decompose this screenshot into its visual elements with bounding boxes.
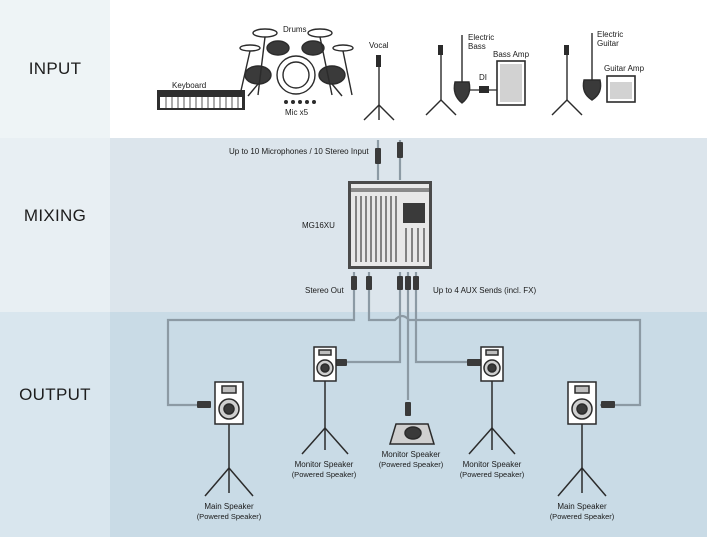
aux-cable-1 bbox=[347, 272, 402, 364]
plug bbox=[601, 401, 615, 408]
monitor-speaker-center-label-line2: (Powered Speaker) bbox=[379, 460, 444, 469]
floor-wedge-monitor-icon bbox=[388, 423, 436, 445]
electric-guitar-icon bbox=[582, 33, 602, 101]
electric-bass-icon bbox=[453, 35, 471, 104]
plug bbox=[467, 359, 481, 366]
main-speaker-left-label-line1: Main Speaker bbox=[204, 502, 254, 511]
stereo-out-cable-right bbox=[367, 272, 642, 407]
plug bbox=[405, 276, 411, 290]
main-speaker-right-label-line1: Main Speaker bbox=[557, 502, 607, 511]
mixer-model-label: MG16XU bbox=[302, 221, 335, 230]
monitor-speaker-right-label-line2: (Powered Speaker) bbox=[460, 470, 525, 479]
monitor-speaker-left-label-line2: (Powered Speaker) bbox=[292, 470, 357, 479]
keyboard-label: Keyboard bbox=[172, 81, 206, 90]
plug bbox=[413, 276, 419, 290]
plug bbox=[366, 276, 372, 290]
cable-plugs bbox=[197, 142, 615, 416]
electric-bass-label-line1: Electric bbox=[468, 33, 494, 42]
guitar-amp-grille bbox=[610, 82, 632, 99]
main-speaker-right-label-line2: (Powered Speaker) bbox=[550, 512, 615, 521]
section-label-input: INPUT bbox=[28, 59, 82, 78]
output-label-column bbox=[0, 312, 110, 537]
stereo-out-cable-left bbox=[166, 272, 356, 407]
keyboard-icon bbox=[157, 90, 245, 110]
plug bbox=[197, 401, 211, 408]
di-label: DI bbox=[479, 73, 487, 82]
di-box-icon bbox=[479, 86, 489, 93]
plug bbox=[405, 402, 411, 416]
monitor-speaker-left-label-line1: Monitor Speaker bbox=[295, 460, 354, 469]
plug bbox=[397, 276, 403, 290]
mixing-label-column bbox=[0, 138, 110, 312]
drum-kit-icon bbox=[239, 28, 354, 97]
guitar-mic-stand-icon bbox=[551, 45, 583, 116]
monitor-speaker-left-icon bbox=[301, 346, 349, 455]
mixer-input-note: Up to 10 Microphones / 10 Stereo Input bbox=[229, 147, 369, 156]
cable-group bbox=[166, 140, 642, 407]
guitar-amp-label: Guitar Amp bbox=[604, 64, 645, 73]
aux-cable-3 bbox=[414, 272, 467, 364]
monitor-speaker-right-icon bbox=[468, 346, 516, 455]
input-band bbox=[0, 0, 707, 138]
monitor-speaker-right-label-line1: Monitor Speaker bbox=[463, 460, 522, 469]
bass-amp-label: Bass Amp bbox=[493, 50, 530, 59]
drums-label: Drums bbox=[283, 25, 307, 34]
electric-guitar-label-line1: Electric bbox=[597, 30, 623, 39]
main-speaker-left-icon bbox=[204, 381, 254, 497]
bass-amp-grille bbox=[500, 64, 522, 102]
mic-count-label: Mic x5 bbox=[285, 108, 309, 117]
electric-guitar-label-line2: Guitar bbox=[597, 39, 619, 48]
mic-dots bbox=[284, 100, 316, 104]
mixer-icon bbox=[348, 181, 432, 269]
aux-note-label: Up to 4 AUX Sends (incl. FX) bbox=[433, 286, 536, 295]
plug bbox=[375, 148, 381, 164]
plug bbox=[351, 276, 357, 290]
vocal-label: Vocal bbox=[369, 41, 389, 50]
electric-bass-label-line2: Bass bbox=[468, 42, 486, 51]
monitor-speaker-center-label-line1: Monitor Speaker bbox=[382, 450, 441, 459]
main-speaker-right-icon bbox=[557, 381, 607, 497]
input-label-column bbox=[0, 0, 110, 138]
section-label-output: OUTPUT bbox=[19, 385, 91, 404]
main-speaker-left-label-line2: (Powered Speaker) bbox=[197, 512, 262, 521]
bass-mic-stand-icon bbox=[425, 45, 457, 116]
section-label-mixing: MIXING bbox=[23, 206, 87, 225]
stereo-out-label: Stereo Out bbox=[305, 286, 344, 295]
plug bbox=[397, 142, 403, 158]
vocal-mic-icon bbox=[363, 55, 395, 121]
